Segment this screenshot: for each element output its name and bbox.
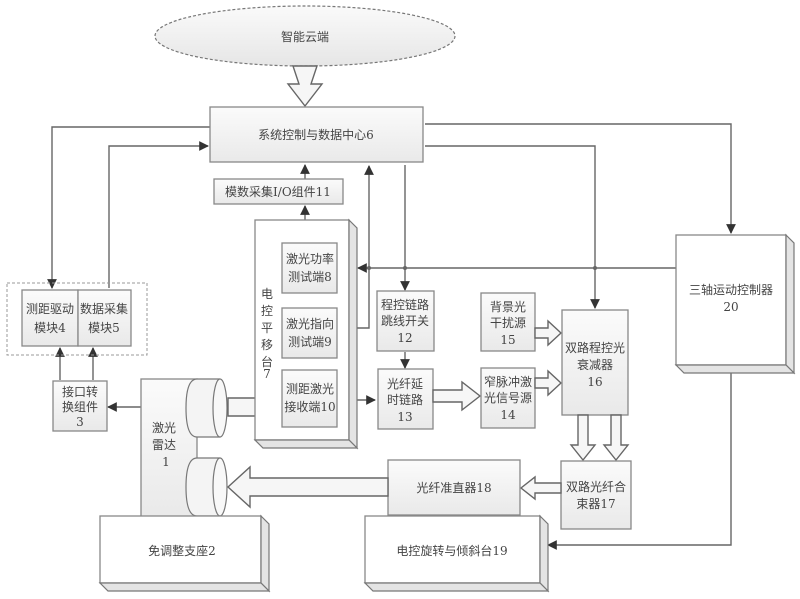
dual-fiber-combiner: 双路光纤合 束器17 [560, 460, 632, 530]
module-group-frame [6, 282, 148, 356]
ranging-driver-module: 测距驱动 模块4 [21, 289, 79, 347]
system-control-center: 系统控制与数据中心6 [209, 106, 424, 163]
line-center-to-motion [425, 123, 736, 234]
pulse-line3: 14 [500, 408, 516, 422]
collimator-label: 光纤准直器18 [416, 481, 491, 495]
pulse-line1: 窄脉冲激 [484, 374, 532, 389]
stage-line3: 平 [261, 321, 273, 335]
atten-line2: 衰减器 [577, 357, 613, 372]
pointing-line2: 测试端9 [288, 334, 332, 349]
stage-line2: 控 [261, 304, 273, 318]
atten-line1: 双路程控光 [565, 340, 625, 355]
line-center-to-attenuator [425, 145, 600, 309]
three-axis-motion-controller: 三轴运动控制器 20 [674, 233, 796, 375]
ranging-laser-receiver: 测距激光 接收端10 [281, 369, 338, 428]
interface-converter: 接口转 换组件 3 [52, 380, 108, 432]
io-label: 模数采集I/O组件11 [225, 184, 331, 199]
dual-programmable-attenuator: 双路程控光 衰减器 16 [561, 309, 629, 416]
motion-line1: 三轴运动控制器 [689, 282, 773, 297]
switch-line3: 12 [397, 331, 412, 345]
motion-line2: 20 [723, 300, 738, 314]
power-line1: 激光功率 [286, 251, 334, 266]
stage-line4: 移 [261, 338, 273, 352]
pulse-line2: 光信号源 [484, 391, 532, 405]
data-acquisition-module: 数据采集 模块5 [77, 289, 132, 347]
stage-line1: 电 [261, 287, 273, 301]
delay-line3: 13 [397, 410, 412, 424]
atten-line3: 16 [587, 375, 602, 389]
bg-line3: 15 [500, 333, 515, 347]
acq-line2: 模块5 [88, 321, 120, 335]
pointing-line1: 激光指向 [286, 316, 334, 331]
fiber-collimator: 光纤准直器18 [387, 459, 521, 516]
bg-to-attenuator-arrow [534, 319, 563, 347]
attenuator-to-combiner-arrow-b [602, 414, 630, 462]
stage-line5: 台 [261, 354, 273, 369]
combiner-line1: 双路光纤合 [566, 479, 626, 494]
laser-pointing-test-port: 激光指向 测试端9 [281, 307, 338, 359]
lidar-tx-lens [185, 378, 228, 438]
narrow-pulse-laser-source: 窄脉冲激 光信号源 14 [480, 367, 536, 429]
stage-line6: 7 [263, 367, 271, 381]
collimator-to-lidar-arrow [226, 465, 389, 509]
switch-line2: 跳线开关 [381, 314, 429, 328]
line-acq-to-center [108, 141, 209, 288]
lidar-line1: 激光 [152, 421, 176, 435]
center-label: 系统控制与数据中心6 [258, 127, 374, 142]
pulse-to-attenuator-arrow [534, 369, 563, 397]
lidar-unit: 激光 雷达 1 [140, 378, 228, 520]
combiner-line2: 束器17 [576, 497, 615, 511]
rotation-tilt-stage: 电控旋转与倾斜台19 [363, 514, 550, 593]
cloud-node: 智能云端 [154, 5, 456, 67]
delay-to-pulse-arrow [432, 380, 482, 412]
lidar-line3: 1 [162, 455, 170, 469]
bg-line1: 背景光 [490, 300, 526, 314]
delay-line1: 光纤延 [387, 377, 423, 391]
rx-line1: 测距激光 [286, 382, 334, 396]
lidar-rx-lens [185, 457, 228, 517]
cloud-to-center-arrow [286, 65, 324, 108]
lidar-line2: 雷达 [152, 438, 176, 452]
interface-line1: 接口转 [62, 384, 98, 399]
acq-line1: 数据采集 [80, 301, 128, 316]
mount-label: 免调整支座2 [148, 543, 216, 558]
power-line2: 测试端8 [288, 269, 332, 284]
laser-power-test-port: 激光功率 测试端8 [281, 242, 338, 294]
background-light-source: 背景光 干扰源 15 [480, 292, 536, 352]
interface-line3: 3 [76, 415, 84, 429]
line-motion-to-rotation [547, 372, 732, 550]
rotation-label: 电控旋转与倾斜台19 [396, 543, 507, 558]
link-jumper-switch: 程控链路 跳线开关 12 [376, 290, 435, 352]
combiner-to-collimator-arrow [519, 475, 562, 501]
driver-line1: 测距驱动 [26, 302, 74, 316]
attenuator-to-combiner-arrow-a [569, 414, 597, 462]
io-module: 模数采集I/O组件11 [213, 178, 344, 205]
interface-line2: 换组件 [62, 400, 98, 414]
cloud-label: 智能云端 [281, 29, 329, 44]
fiber-delay-link: 光纤延 时链路 13 [377, 368, 434, 430]
adjust-free-mount: 免调整支座2 [98, 514, 271, 593]
rx-line2: 接收端10 [284, 399, 335, 414]
delay-line2: 时链路 [387, 392, 423, 407]
bg-line2: 干扰源 [490, 316, 526, 330]
line-center-to-driver [47, 126, 210, 289]
switch-line1: 程控链路 [381, 297, 429, 312]
driver-line2: 模块4 [34, 321, 66, 335]
